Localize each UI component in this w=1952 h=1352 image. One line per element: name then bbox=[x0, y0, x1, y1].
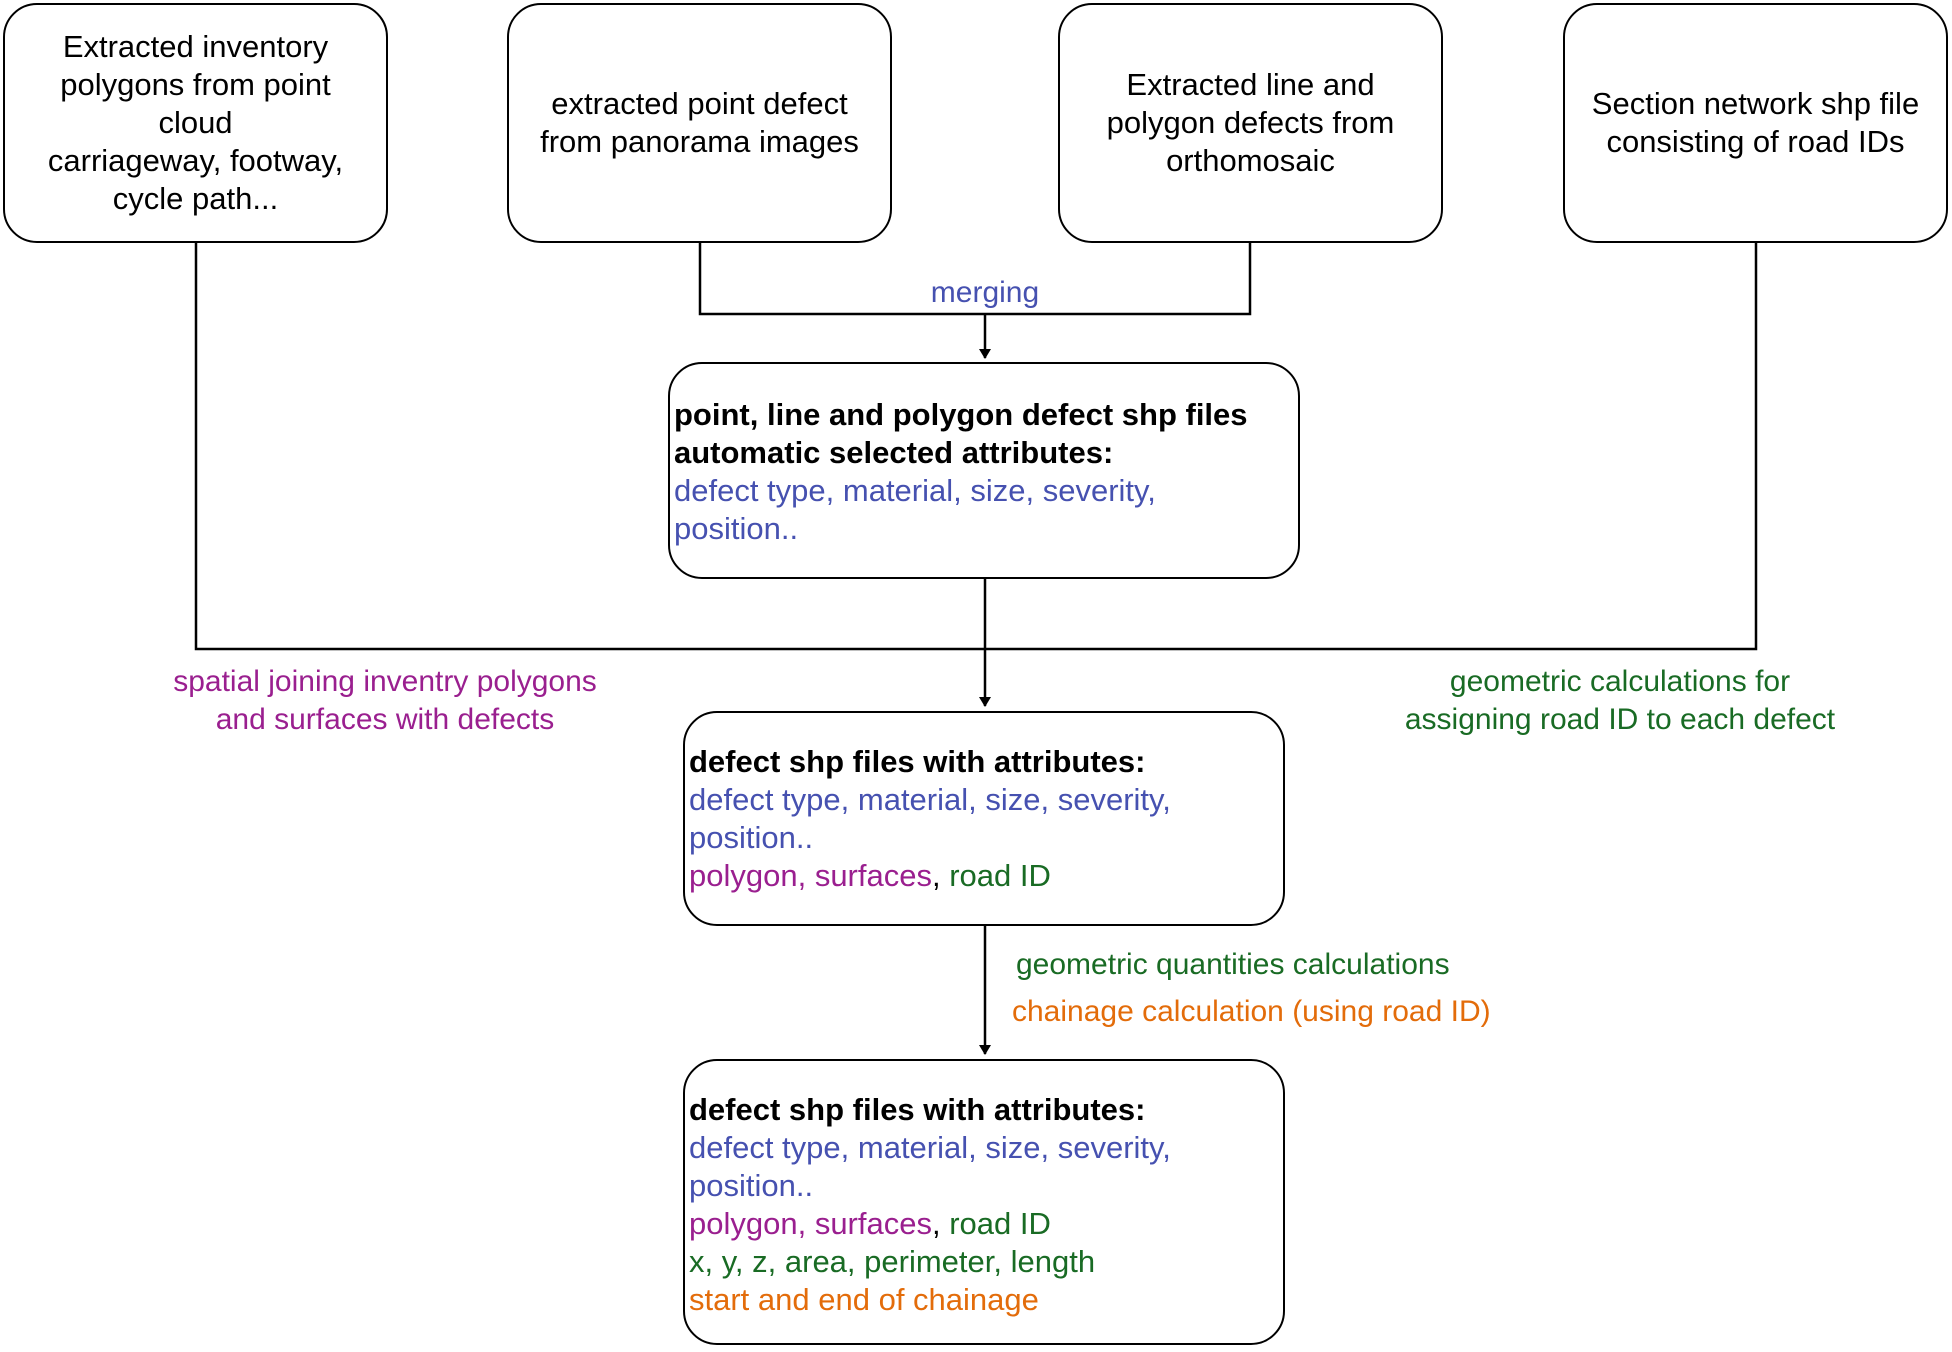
geometric-quantities-label: geometric quantities calculations bbox=[1016, 948, 1450, 981]
geometric-road-id-line: assigning road ID to each defect bbox=[1404, 703, 1836, 736]
joined-attributes: defect type, material, size, severity, bbox=[689, 782, 1171, 817]
geometric-road-id-label: geometric calculations for assigning roa… bbox=[1360, 663, 1880, 739]
point-defect-line: from panorama images bbox=[540, 124, 859, 159]
joined-title: defect shp files with attributes: bbox=[689, 744, 1146, 779]
line-polygon-line: orthomosaic bbox=[1166, 143, 1335, 178]
geometry-attributes: x, y, z, area, perimeter, length bbox=[689, 1244, 1096, 1279]
merging-label: merging bbox=[930, 276, 1040, 309]
polygon-surfaces-text: polygon, surfaces bbox=[689, 858, 932, 893]
spatial-joining-line: and surfaces with defects bbox=[215, 703, 555, 736]
geometric-road-id-line: geometric calculations for bbox=[1449, 665, 1791, 698]
final-defect-box: defect shp files with attributes: defect… bbox=[683, 1059, 1285, 1345]
inventory-line: carriageway, footway, bbox=[47, 143, 344, 178]
polygon-surfaces-text: polygon, surfaces bbox=[689, 1206, 932, 1241]
road-id-text: road ID bbox=[940, 1206, 1051, 1241]
final-polygon-road-line: polygon, surfaces, road ID bbox=[689, 1205, 1283, 1243]
final-attributes: position.. bbox=[689, 1168, 814, 1203]
merge-connector bbox=[698, 243, 1252, 316]
inventory-line: cycle path... bbox=[112, 181, 279, 216]
final-attributes: defect type, material, size, severity, bbox=[689, 1130, 1171, 1165]
join-connector bbox=[194, 243, 1758, 651]
inventory-line: Extracted inventory bbox=[62, 29, 329, 64]
merged-attributes: position.. bbox=[674, 511, 799, 546]
joined-attributes: position.. bbox=[689, 820, 814, 855]
chainage-attributes: start and end of chainage bbox=[689, 1282, 1039, 1317]
final-title: defect shp files with attributes: bbox=[689, 1092, 1146, 1127]
spatial-joining-label: spatial joining inventry polygons and su… bbox=[130, 663, 640, 739]
joined-polygon-road-line: polygon, surfaces, road ID bbox=[689, 857, 1283, 895]
section-network-line: consisting of road IDs bbox=[1606, 124, 1905, 159]
line-polygon-defect-box: Extracted line and polygon defects from … bbox=[1058, 3, 1443, 243]
separator-text: , bbox=[931, 1206, 941, 1241]
merged-attributes: defect type, material, size, severity, bbox=[674, 473, 1156, 508]
inventory-line: polygons from point bbox=[60, 67, 331, 102]
separator-text: , bbox=[931, 858, 941, 893]
merged-title: automatic selected attributes: bbox=[674, 435, 1114, 470]
inventory-polygons-box: Extracted inventory polygons from point … bbox=[3, 3, 388, 243]
inventory-line: cloud bbox=[158, 105, 233, 140]
section-network-line: Section network shp file bbox=[1591, 86, 1920, 121]
chainage-calculation-label: chainage calculation (using road ID) bbox=[1012, 995, 1491, 1028]
line-polygon-line: polygon defects from bbox=[1106, 105, 1395, 140]
line-polygon-line: Extracted line and bbox=[1126, 67, 1375, 102]
point-defect-line: extracted point defect bbox=[551, 86, 848, 121]
merged-defect-box: point, line and polygon defect shp files… bbox=[668, 362, 1300, 579]
spatial-joining-line: spatial joining inventry polygons bbox=[173, 665, 597, 698]
joined-defect-box: defect shp files with attributes: defect… bbox=[683, 711, 1285, 926]
road-id-text: road ID bbox=[940, 858, 1051, 893]
section-network-box: Section network shp file consisting of r… bbox=[1563, 3, 1948, 243]
point-defect-box: extracted point defect from panorama ima… bbox=[507, 3, 892, 243]
merged-title: point, line and polygon defect shp files bbox=[674, 397, 1248, 432]
